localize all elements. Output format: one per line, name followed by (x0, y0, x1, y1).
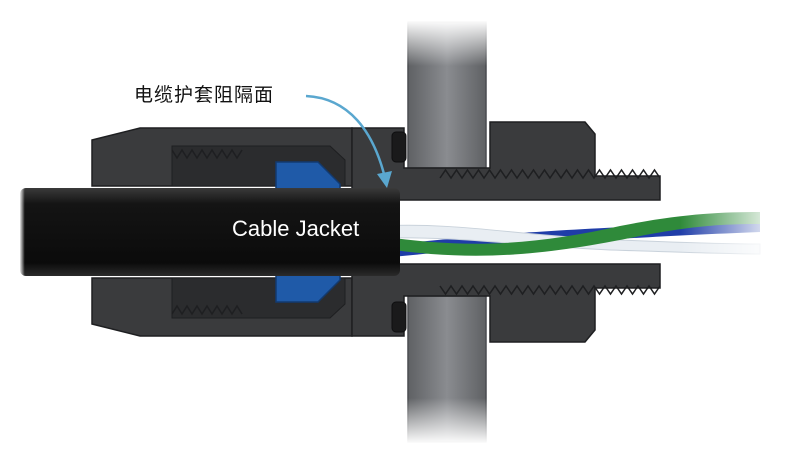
panel-o-rings (391, 131, 407, 333)
callout-arrow (305, 94, 392, 188)
cable-jacket[interactable]: Cable Jacket (20, 188, 400, 276)
callout-label: 电缆护套阻隔面 (134, 84, 275, 106)
mounting-panel (400, 20, 494, 444)
cable-jacket-label: Cable Jacket (232, 216, 359, 241)
conductor-wires (379, 200, 770, 270)
